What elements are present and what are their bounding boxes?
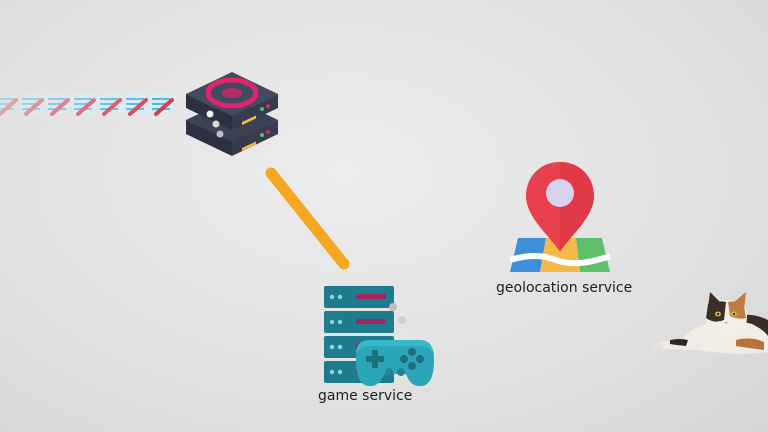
message-item <box>20 94 44 116</box>
server-unit <box>324 286 394 308</box>
geolocation-service-label: geolocation service <box>496 280 633 296</box>
gamepad-icon <box>356 340 434 387</box>
message-stream <box>0 94 174 116</box>
server-unit <box>324 311 394 333</box>
message-broker-icon <box>186 72 278 156</box>
message-item <box>124 94 148 116</box>
message-item <box>46 94 70 116</box>
message-item <box>150 94 174 116</box>
game-service-label: game service <box>318 388 413 404</box>
message-item <box>0 94 18 116</box>
message-item <box>72 94 96 116</box>
cat-photo <box>653 292 768 354</box>
connector-line <box>265 167 350 270</box>
map-pin-icon <box>509 162 611 272</box>
message-item <box>98 94 122 116</box>
